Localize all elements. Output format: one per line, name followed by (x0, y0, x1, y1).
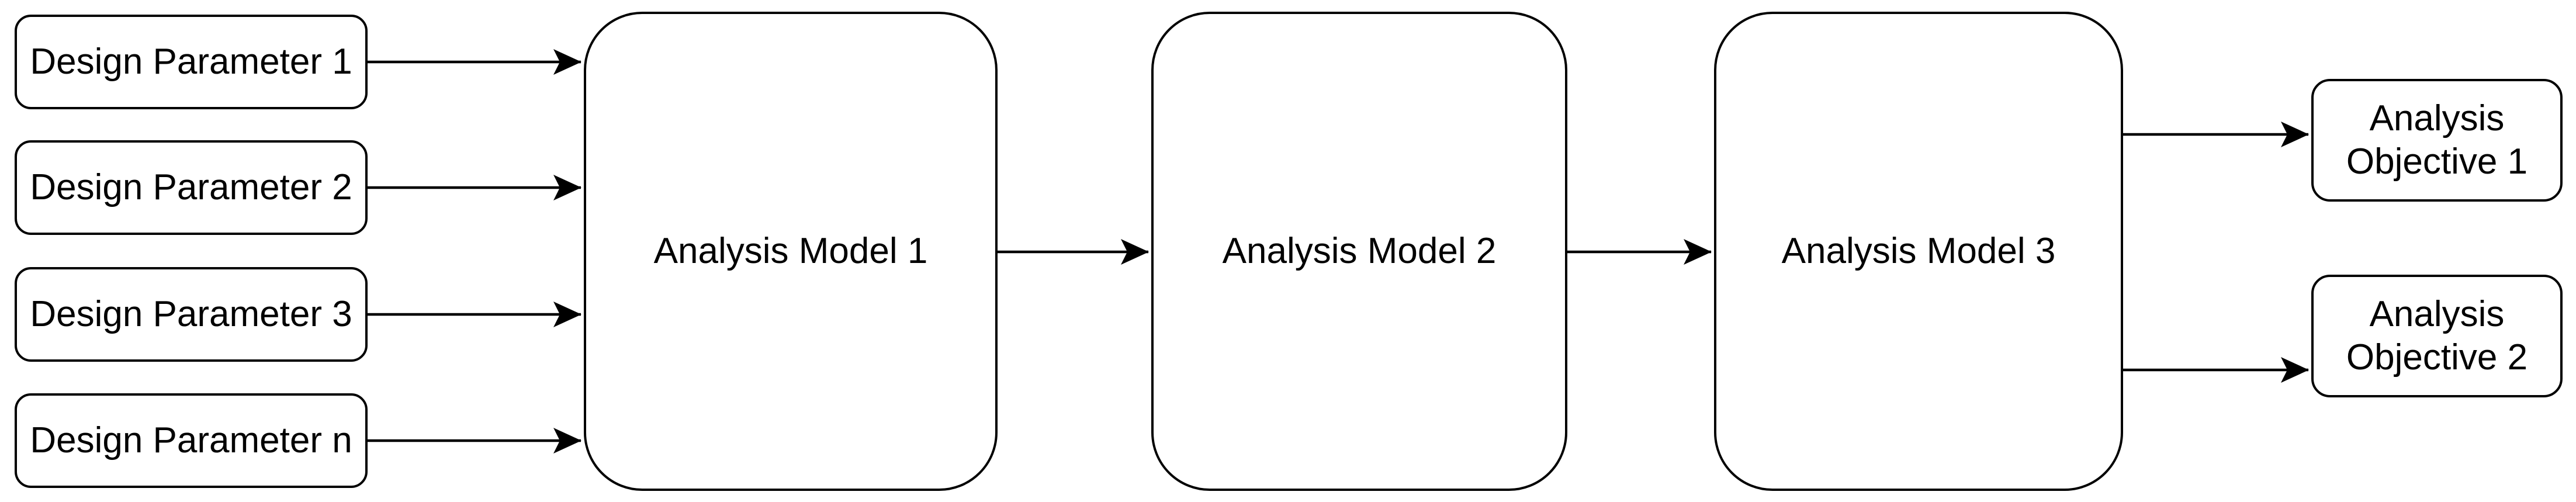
node-label: Analysis Model 1 (653, 230, 928, 271)
node-analysis-objective-1: Analysis Objective 1 (2311, 79, 2563, 202)
node-label-line-2: Objective 1 (2346, 141, 2528, 182)
node-label: Design Parameter 3 (30, 293, 352, 334)
node-design-parameter-3: Design Parameter 3 (15, 267, 368, 362)
node-label: Design Parameter 2 (30, 167, 352, 207)
node-label-line-2: Objective 2 (2346, 337, 2528, 378)
node-label: Analysis Model 2 (1222, 230, 1497, 271)
node-label-line-1: Analysis (2369, 293, 2505, 334)
node-design-parameter-n: Design Parameter n (15, 393, 368, 488)
node-label: Analysis Model 3 (1781, 230, 2056, 271)
node-label: Design Parameter n (30, 420, 352, 461)
node-design-parameter-1: Design Parameter 1 (15, 15, 368, 109)
node-label: Design Parameter 1 (30, 41, 352, 82)
node-label-line-1: Analysis (2369, 98, 2505, 139)
node-design-parameter-2: Design Parameter 2 (15, 140, 368, 235)
node-analysis-objective-2: Analysis Objective 2 (2311, 275, 2563, 397)
node-analysis-model-3: Analysis Model 3 (1714, 12, 2123, 491)
node-analysis-model-1: Analysis Model 1 (584, 12, 998, 491)
node-analysis-model-2: Analysis Model 2 (1151, 12, 1567, 491)
